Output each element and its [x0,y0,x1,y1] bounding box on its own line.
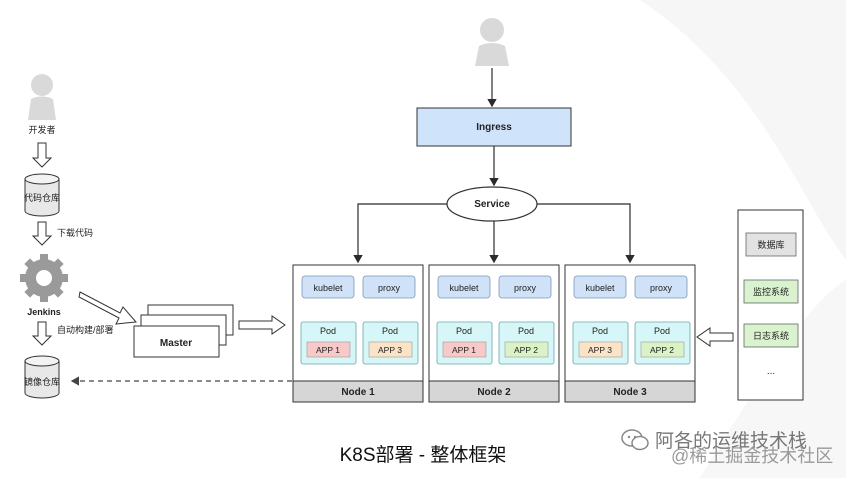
logging-box [743,323,799,348]
wechat-icon [621,429,649,451]
node-name: Node 2 [477,387,511,398]
pod-label: Pod [320,326,336,336]
app-box [504,341,549,358]
watermark-line1: 阿各的运维技术栈 [655,431,808,452]
app-label: APP 2 [650,345,674,355]
proxy-box [362,275,416,299]
ingress-label: Ingress [476,122,512,133]
code-repo-label: 代码仓库 [24,192,60,203]
developer-person-icon [28,74,56,120]
kubelet-label: kubelet [585,283,615,293]
kubelet-box [573,275,627,299]
more-services-label: ... [767,366,775,377]
app-label: APP 1 [452,345,476,355]
app-label: APP 3 [378,345,402,355]
monitoring-label: 监控系统 [753,286,789,297]
image-repo-cylinder-icon [24,355,60,399]
down-arrow-icon [31,221,53,246]
master-to-nodes-arrow [238,315,286,335]
down-arrow-icon [31,321,53,346]
pod-label: Pod [518,326,534,336]
watermark: 阿各的运维技术栈 @稀土掘金技术社区 [615,424,840,468]
database-label: 数据库 [757,239,784,250]
jenkins-label: Jenkins [27,307,61,317]
image-repo-label: 镜像仓库 [24,376,60,387]
pod-label: Pod [654,326,670,336]
ingress-box [416,107,572,147]
app-box [578,341,623,358]
app-box [368,341,413,358]
proxy-label: proxy [650,283,673,293]
pull-code-label: 下载代码 [57,227,93,238]
app-label: APP 3 [588,345,612,355]
pod-label: Pod [456,326,472,336]
node-footer [292,380,424,403]
service-label: Service [474,199,510,210]
service-to-nodes-lines [353,203,635,264]
node-footer [428,380,560,403]
node-name: Node 1 [341,387,375,398]
developer-label: 开发者 [28,124,55,135]
app-label: APP 2 [514,345,538,355]
user-person-icon [475,18,509,66]
proxy-box [498,275,552,299]
monitoring-box [743,279,799,304]
kubelet-box [301,275,355,299]
master-label: Master [160,338,192,349]
jenkins-gear-icon [20,254,68,302]
proxy-label: proxy [378,283,401,293]
watermark-line2: @稀土掘金技术社区 [671,446,834,466]
logging-label: 日志系统 [753,330,789,341]
kubelet-box [437,275,491,299]
app-box [442,341,487,358]
proxy-box [634,275,688,299]
kubelet-label: kubelet [449,283,479,293]
diagram-caption: K8S部署 - 整体框架 [339,445,507,466]
jenkins-to-master-arrow [78,291,138,325]
app-label: APP 1 [316,345,340,355]
down-arrow-icon [31,142,53,168]
node-footer [564,380,696,403]
app-box [640,341,685,358]
auto-build-label: 自动构建/部署 [57,324,114,335]
kubelet-label: kubelet [313,283,343,293]
master-box [133,304,234,358]
pod-label: Pod [382,326,398,336]
services-to-node3-arrow [696,327,734,347]
node-name: Node 3 [613,387,647,398]
pod-label: Pod [592,326,608,336]
proxy-label: proxy [514,283,537,293]
database-box [745,232,797,257]
app-box [306,341,351,358]
code-repo-cylinder-icon [24,173,60,217]
